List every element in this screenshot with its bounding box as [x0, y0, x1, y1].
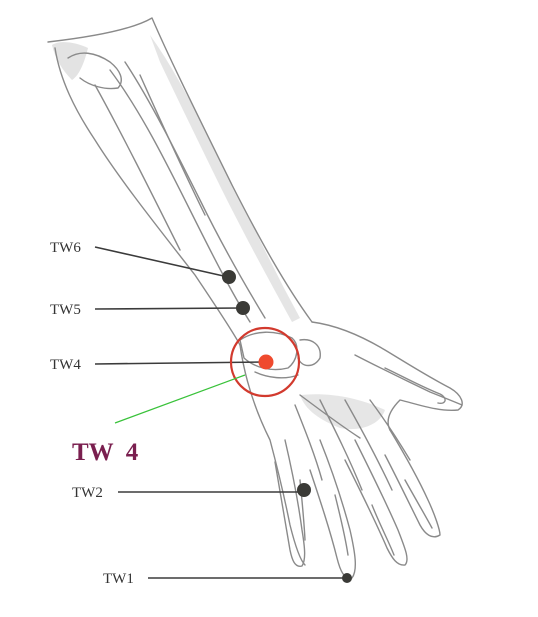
tw2-point — [297, 483, 311, 497]
tw6-label: TW6 — [50, 240, 81, 256]
forearm-outline-upper — [47, 17, 313, 323]
hand-outline-bottom — [239, 344, 306, 566]
elbow-shadow — [52, 42, 88, 80]
tw4-point — [258, 354, 274, 370]
bone-inner-a — [94, 84, 181, 251]
carpal-2 — [254, 371, 299, 379]
tw1-label: TW1 — [103, 571, 134, 587]
forearm-shadow — [150, 35, 300, 322]
hand-outline-top — [311, 321, 463, 431]
tw6-leader-line — [94, 246, 229, 278]
elbow-bone — [67, 52, 122, 90]
radius-bone — [109, 69, 251, 323]
callout-connector-line — [114, 374, 246, 424]
tw6-point — [222, 270, 236, 284]
tw5-point — [236, 301, 250, 315]
ring-finger — [309, 439, 357, 579]
index-finger — [384, 429, 441, 538]
tw5-label: TW5 — [50, 302, 81, 318]
thumb — [354, 354, 463, 406]
tw4-leader-line — [94, 361, 266, 365]
tw1-point — [342, 573, 352, 583]
carpal-3 — [297, 338, 321, 367]
little-finger — [274, 439, 306, 567]
tw5-leader-line — [94, 307, 243, 310]
arm-drawing — [47, 17, 463, 579]
forearm-outline-lower — [54, 47, 241, 346]
tw2-label: TW2 — [72, 485, 103, 501]
bone-inner-b — [139, 74, 206, 216]
point-labels: TW6 TW5 TW4 TW2 TW1 — [50, 240, 134, 587]
tw4-callout-label: TW 4 — [72, 439, 139, 466]
tw4-highlight-ring — [229, 326, 301, 398]
palm-shadow — [300, 394, 385, 430]
ulna-bone — [124, 61, 266, 319]
thumb-bone — [384, 367, 446, 405]
carpal-1 — [239, 331, 298, 371]
leader-lines — [94, 246, 345, 579]
acupoint-markers — [222, 270, 352, 583]
middle-finger — [344, 439, 408, 566]
tw4-label: TW4 — [50, 357, 81, 373]
